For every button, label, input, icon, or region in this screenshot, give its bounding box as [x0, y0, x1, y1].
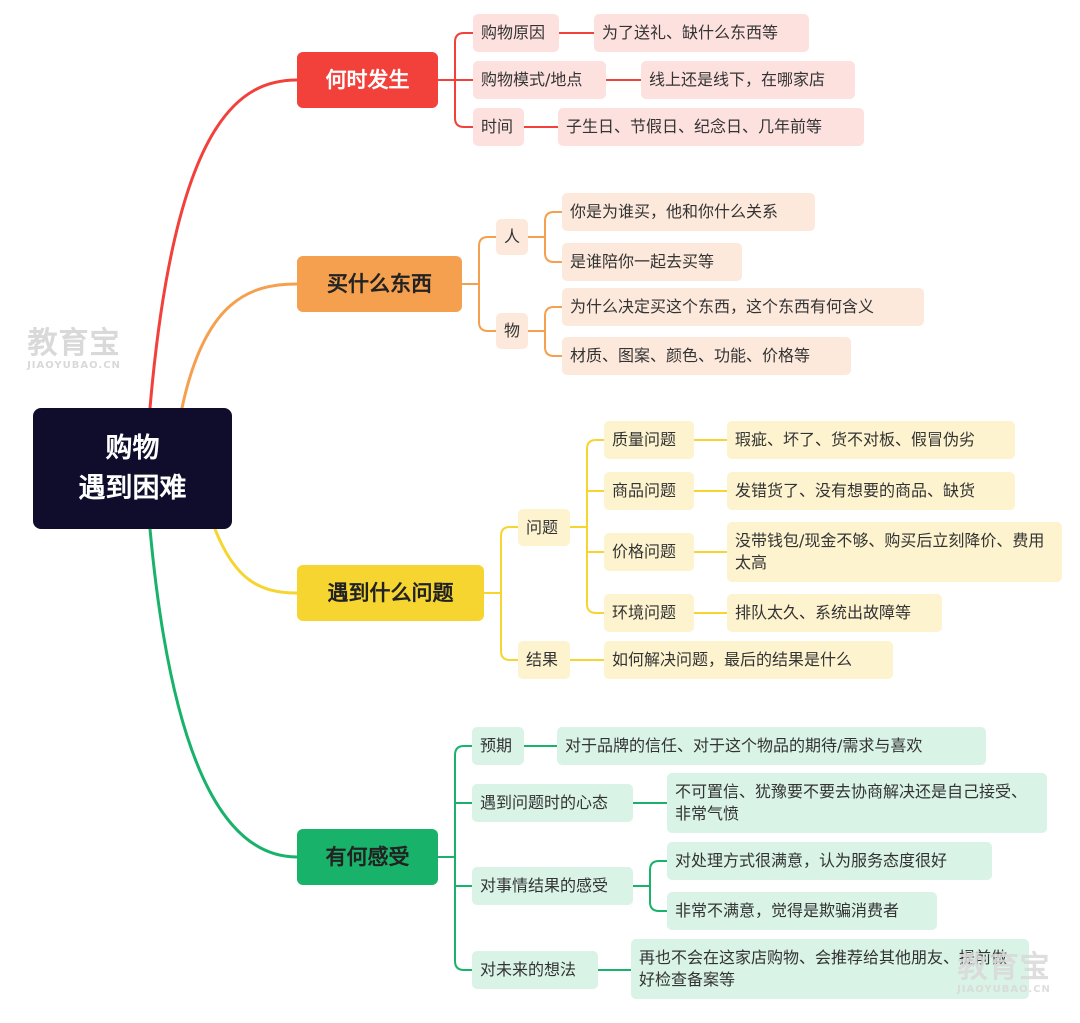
node-mindset-detail[interactable]: 不可置信、犹豫要不要去协商解决还是自己接受、非常气愤: [667, 773, 1047, 833]
node-time-detail[interactable]: 子生日、节假日、纪念日、几年前等: [558, 108, 864, 146]
node-result-detail[interactable]: 如何解决问题，最后的结果是什么: [604, 641, 893, 679]
node-mindset[interactable]: 遇到问题时的心态: [472, 784, 633, 822]
branch-when[interactable]: 何时发生: [297, 52, 438, 108]
node-time[interactable]: 时间: [473, 108, 524, 146]
node-future-thoughts[interactable]: 对未来的想法: [472, 951, 598, 989]
node-thing-detail-2[interactable]: 材质、图案、颜色、功能、价格等: [562, 337, 851, 375]
node-shopping-reason[interactable]: 购物原因: [473, 14, 559, 52]
node-future-thoughts-detail[interactable]: 再也不会在这家店购物、会推荐给其他朋友、提前做好检查备案等: [631, 939, 1029, 999]
edge-root-feelings: [148, 527, 299, 859]
node-outcome-feeling[interactable]: 对事情结果的感受: [472, 867, 633, 905]
node-shopping-mode[interactable]: 购物模式/地点: [473, 61, 606, 99]
node-outcome-detail-2[interactable]: 非常不满意，觉得是欺骗消费者: [667, 892, 937, 930]
root-title-line1: 购物: [105, 432, 160, 464]
node-person[interactable]: 人: [496, 219, 528, 255]
node-issue[interactable]: 问题: [518, 509, 570, 546]
node-person-detail-1[interactable]: 你是为谁买，他和你什么关系: [562, 193, 815, 231]
node-goods-issue-detail[interactable]: 发错货了、没有想要的商品、缺货: [727, 472, 1015, 510]
node-thing-detail-1[interactable]: 为什么决定买这个东西，这个东西有何含义: [562, 288, 924, 326]
edge-root-what: [180, 282, 299, 410]
branch-problems[interactable]: 遇到什么问题: [297, 565, 484, 621]
node-goods-issue[interactable]: 商品问题: [604, 472, 694, 510]
node-quality-issue-detail[interactable]: 瑕疵、坏了、货不对板、假冒伪劣: [727, 421, 1015, 459]
branch-what[interactable]: 买什么东西: [297, 256, 462, 312]
node-price-issue-detail[interactable]: 没带钱包/现金不够、购买后立刻降价、费用太高: [727, 522, 1062, 582]
node-env-issue[interactable]: 环境问题: [604, 594, 694, 632]
node-shopping-mode-detail[interactable]: 线上还是线下，在哪家店: [641, 61, 855, 99]
node-expectation-detail[interactable]: 对于品牌的信任、对于这个物品的期待/需求与喜欢: [557, 727, 986, 765]
root-title-line2: 遇到困难: [78, 472, 187, 504]
node-person-detail-2[interactable]: 是谁陪你一起去买等: [562, 243, 742, 281]
node-expectation[interactable]: 预期: [472, 727, 524, 765]
node-outcome-detail-1[interactable]: 对处理方式很满意，认为服务态度很好: [667, 842, 992, 880]
node-result[interactable]: 结果: [518, 641, 570, 679]
branch-feelings[interactable]: 有何感受: [297, 829, 438, 885]
root-node[interactable]: 购物 遇到困难: [33, 408, 232, 529]
node-thing[interactable]: 物: [496, 313, 528, 349]
node-quality-issue[interactable]: 质量问题: [604, 421, 694, 459]
node-price-issue[interactable]: 价格问题: [604, 533, 694, 571]
edge-root-when: [148, 78, 299, 410]
node-shopping-reason-detail[interactable]: 为了送礼、缺什么东西等: [594, 14, 809, 52]
node-env-issue-detail[interactable]: 排队太久、系统出故障等: [727, 594, 942, 632]
edge-root-problems: [213, 527, 299, 595]
